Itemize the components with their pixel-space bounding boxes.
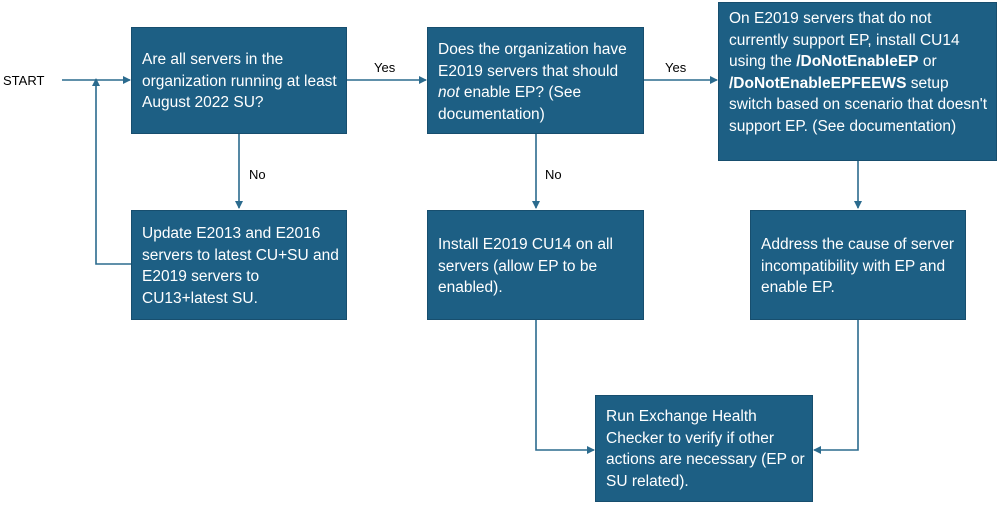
arrow-address-to-health bbox=[813, 320, 859, 454]
action-box-install-cu14-all-text: Install E2019 CU14 on all servers (allow… bbox=[438, 236, 613, 296]
edge-label-yes-q2: Yes bbox=[665, 60, 687, 75]
action-box-install-cu14-all: Install E2019 CU14 on all servers (allow… bbox=[427, 210, 644, 320]
action-box-address-incompatibility: Address the cause of server incompatibil… bbox=[750, 210, 966, 320]
decision-box-e2019-ep-text: Does the organization have E2019 servers… bbox=[438, 41, 627, 123]
decision-box-servers-su-text: Are all servers in the organization runn… bbox=[142, 51, 337, 111]
action-box-run-health-checker-text: Run Exchange Health Checker to verify if… bbox=[606, 408, 805, 490]
arrow-update-loop-back bbox=[92, 78, 131, 265]
edge-label-no-q2: No bbox=[545, 167, 562, 182]
action-box-update-servers: Update E2013 and E2016 servers to latest… bbox=[131, 210, 347, 320]
edge-label-no-q1: No bbox=[249, 167, 266, 182]
arrow-install-all-to-health bbox=[535, 320, 595, 454]
action-box-update-servers-text: Update E2013 and E2016 servers to latest… bbox=[142, 225, 339, 307]
action-box-install-cu14-switch-text: On E2019 servers that do not currently s… bbox=[729, 10, 988, 135]
decision-box-servers-su: Are all servers in the organization runn… bbox=[131, 27, 347, 134]
edge-label-yes-q1: Yes bbox=[374, 60, 396, 75]
action-box-run-health-checker: Run Exchange Health Checker to verify if… bbox=[595, 395, 813, 502]
action-box-address-incompatibility-text: Address the cause of server incompatibil… bbox=[761, 236, 954, 296]
start-label: START bbox=[3, 73, 45, 88]
decision-box-e2019-ep: Does the organization have E2019 servers… bbox=[427, 27, 644, 134]
action-box-install-cu14-switch: On E2019 servers that do not currently s… bbox=[718, 2, 997, 161]
